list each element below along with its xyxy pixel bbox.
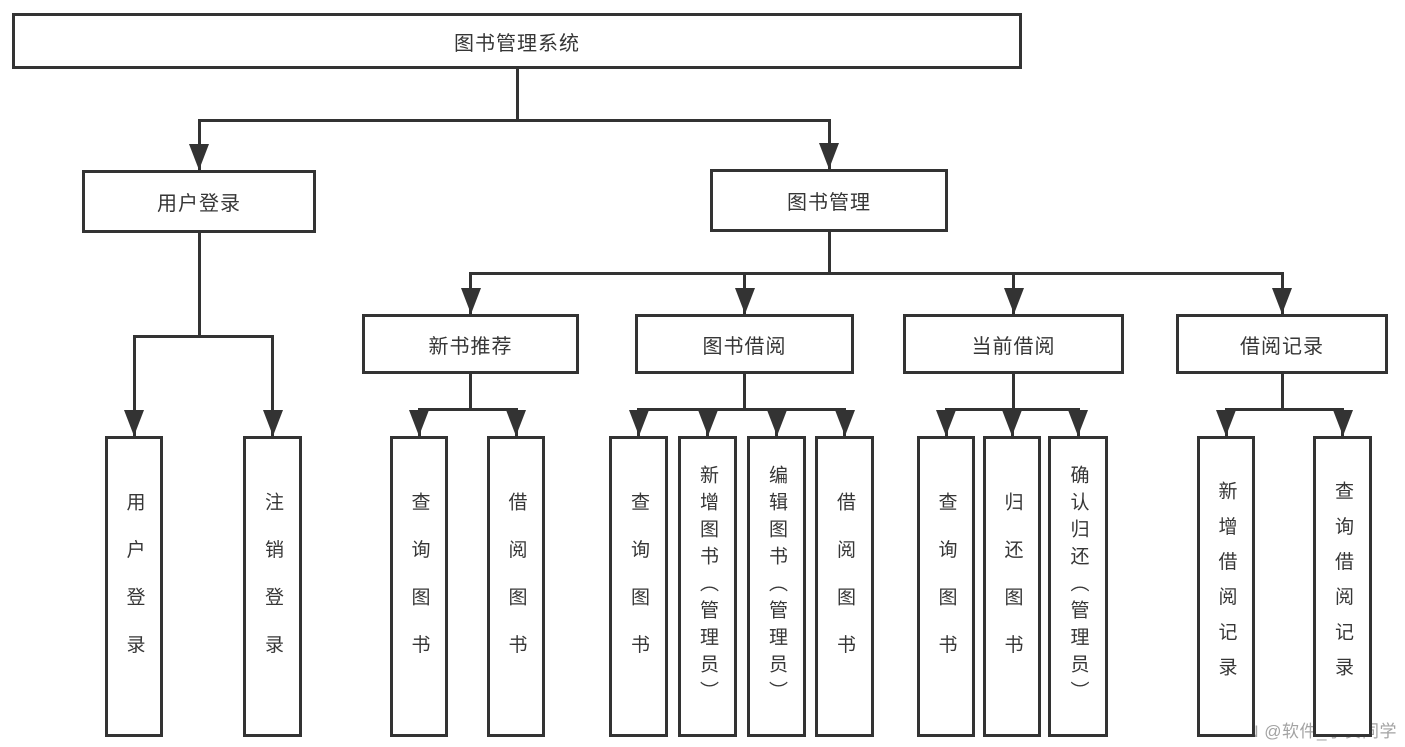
node-user-login-action-label: 用户登录: [123, 491, 145, 682]
arrow-down-icon: [1003, 288, 1024, 314]
arrow-down-icon: [124, 410, 144, 436]
node-borrow-records-box: 借阅记录: [1176, 314, 1388, 374]
node-root-label: 图书管理系统: [454, 32, 580, 55]
arrow-down-icon: [766, 410, 787, 436]
connector-rail: [132, 335, 274, 338]
connector-rail: [469, 272, 1284, 275]
connector-rail: [197, 119, 831, 122]
node-user-login-label: 用户登录: [157, 193, 241, 215]
node-cb-confirm-return-label: 确认归还（管理员）: [1067, 465, 1089, 708]
connector-stem: [197, 233, 201, 338]
arrow-down-icon: [1002, 410, 1022, 436]
connector-drop: [132, 335, 136, 436]
arrow-down-icon: [460, 288, 481, 314]
arrow-down-icon: [834, 410, 855, 436]
node-bb-query-books-box: 查询图书: [609, 436, 668, 737]
node-root-box: 图书管理系统: [12, 13, 1022, 69]
arrow-down-icon: [1272, 288, 1292, 314]
node-cb-query-books-box: 查询图书: [917, 436, 975, 737]
node-user-login-action-box: 用户登录: [105, 436, 163, 737]
connector-stem: [469, 374, 472, 411]
arrow-down-icon: [506, 410, 526, 436]
connector-stem: [743, 374, 746, 411]
node-nbr-borrow-books-box: 借阅图书: [487, 436, 545, 737]
node-bb-borrow-books-box: 借阅图书: [815, 436, 874, 737]
arrow-down-icon: [734, 288, 755, 314]
node-bb-add-books-box: 新增图书（管理员）: [678, 436, 737, 737]
node-nbr-borrow-books-label: 借阅图书: [505, 491, 527, 682]
connector-stem: [515, 69, 519, 122]
arrow-down-icon: [1332, 410, 1353, 436]
node-logout-action-box: 注销登录: [243, 436, 302, 737]
node-book-borrow-label: 图书借阅: [702, 335, 787, 358]
node-current-borrow-label: 当前借阅: [971, 335, 1056, 358]
node-cb-return-books-label: 归还图书: [1001, 491, 1023, 682]
arrow-down-icon: [409, 410, 429, 436]
node-user-login-box: 用户登录: [82, 170, 316, 233]
node-nbr-query-books-label: 查询图书: [408, 491, 430, 682]
arrow-down-icon: [936, 410, 956, 436]
node-bb-borrow-books-label: 借阅图书: [834, 491, 855, 682]
connector-stem: [1012, 374, 1015, 411]
node-nbr-query-books-box: 查询图书: [390, 436, 448, 737]
arrow-down-icon: [1068, 410, 1088, 436]
node-br-add-record-label: 新增借阅记录: [1215, 481, 1237, 692]
node-book-borrow-box: 图书借阅: [635, 314, 854, 374]
node-new-book-rec-label: 新书推荐: [428, 335, 513, 358]
arrow-down-icon: [189, 144, 209, 170]
arrow-down-icon: [628, 410, 649, 436]
arrow-down-icon: [697, 410, 718, 436]
node-current-borrow-box: 当前借阅: [903, 314, 1124, 374]
node-bb-query-books-label: 查询图书: [628, 491, 649, 682]
connector-rail: [637, 408, 846, 411]
node-br-add-record-box: 新增借阅记录: [1197, 436, 1255, 737]
node-br-query-record-box: 查询借阅记录: [1313, 436, 1372, 737]
connector-stem: [1280, 374, 1284, 411]
connector-rail: [417, 408, 518, 411]
node-logout-action-label: 注销登录: [262, 491, 283, 682]
connector-rail: [1224, 408, 1344, 411]
node-bb-add-books-label: 新增图书（管理员）: [697, 465, 718, 708]
node-bb-edit-books-label: 编辑图书（管理员）: [766, 465, 787, 708]
arrow-down-icon: [1216, 410, 1236, 436]
node-cb-return-books-box: 归还图书: [983, 436, 1041, 737]
node-book-mgmt-box: 图书管理: [710, 169, 948, 232]
node-cb-query-books-label: 查询图书: [935, 491, 957, 682]
node-br-query-record-label: 查询借阅记录: [1332, 481, 1353, 692]
connector-drop: [271, 335, 274, 436]
node-new-book-rec-box: 新书推荐: [362, 314, 579, 374]
connector-stem: [827, 232, 831, 275]
arrow-down-icon: [819, 143, 839, 169]
node-bb-edit-books-box: 编辑图书（管理员）: [747, 436, 806, 737]
node-borrow-records-label: 借阅记录: [1240, 335, 1324, 358]
node-cb-confirm-return-box: 确认归还（管理员）: [1048, 436, 1108, 737]
arrow-down-icon: [262, 410, 283, 436]
node-book-mgmt-label: 图书管理: [787, 192, 871, 214]
